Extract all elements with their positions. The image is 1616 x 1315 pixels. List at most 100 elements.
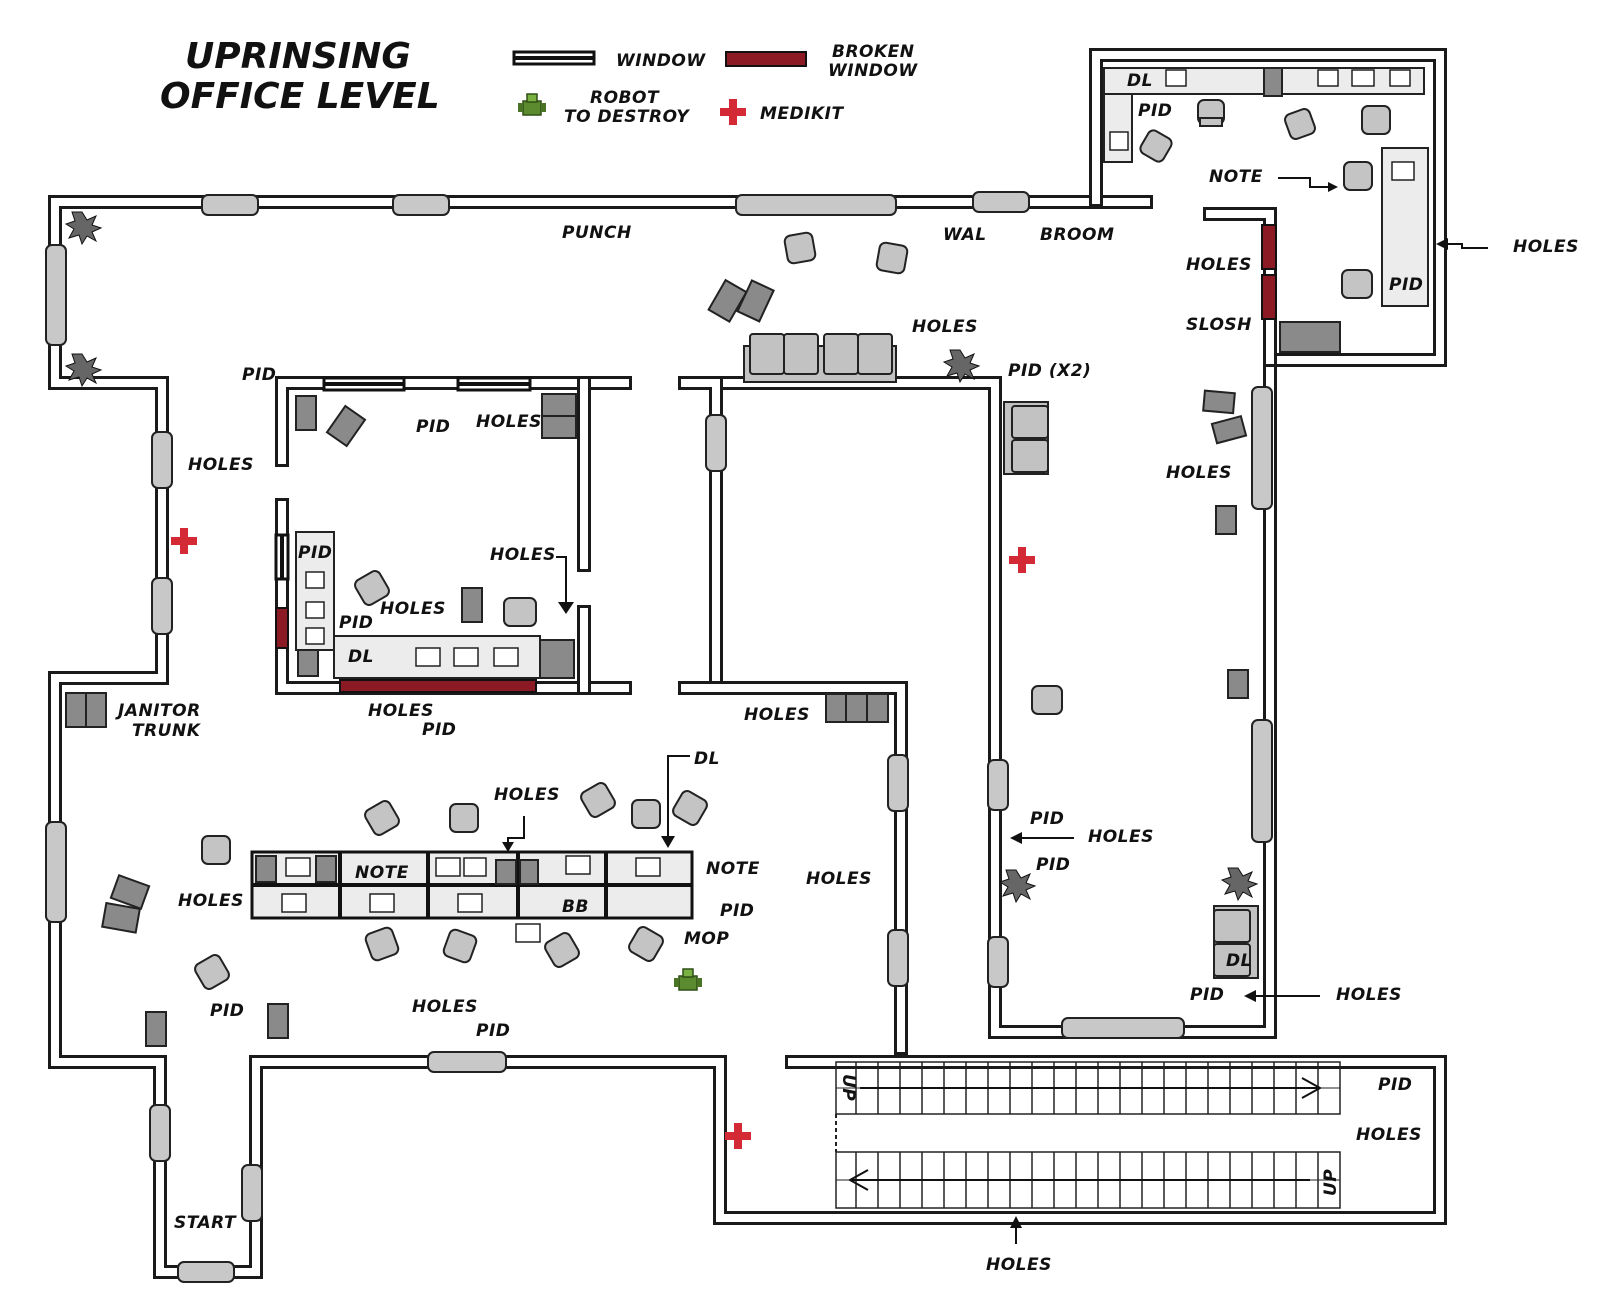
chair-icon <box>672 790 708 826</box>
label-janitor-2: TRUNK <box>132 721 202 741</box>
cabinet-row <box>825 693 889 723</box>
label-pid-office-bottom: PID <box>476 1021 510 1041</box>
chair-icon <box>354 570 390 606</box>
label-holes-room-a-arrow: HOLES <box>490 545 556 565</box>
chair-icon <box>783 231 817 265</box>
cabinet <box>255 855 277 883</box>
label-holes-office-left: HOLES <box>178 891 244 911</box>
room-a: PID PID HOLES PID HOLES PID DL HOLES <box>242 365 577 679</box>
door[interactable] <box>735 194 897 216</box>
label-holes-room-a-mid: HOLES <box>380 599 446 619</box>
label-note-top-right: NOTE <box>1209 167 1263 187</box>
legend-robot-label-2: TO DESTROY <box>564 107 690 127</box>
label-pid-top-right: PID <box>1138 101 1172 121</box>
door[interactable] <box>177 1261 235 1283</box>
door[interactable] <box>887 929 909 987</box>
chair-icon <box>449 803 479 833</box>
cabinet <box>1227 669 1249 699</box>
desk <box>1103 93 1133 163</box>
right-room: HOLES PID HOLES PID DL PID HOLES <box>1003 389 1401 1005</box>
door[interactable] <box>45 821 67 923</box>
cabinet <box>519 859 539 885</box>
label-pid-right-room-b: PID <box>1036 855 1070 875</box>
computer-icon <box>305 571 519 667</box>
label-wal: WAL <box>943 225 987 245</box>
door[interactable] <box>705 414 727 472</box>
label-pid-office-bottom-left: PID <box>210 1001 244 1021</box>
robot-icon <box>518 93 546 116</box>
door[interactable] <box>972 191 1030 213</box>
hole-splat-icon <box>942 349 981 384</box>
label-up-2: UP <box>1321 1169 1341 1196</box>
chair-icon <box>580 782 616 818</box>
legend-broken-window-label-2: WINDOW <box>828 61 918 81</box>
legend-window-label: WINDOW <box>616 51 706 71</box>
map-legend: WINDOW BROKEN WINDOW ROBOT TO DESTROY ME… <box>512 42 918 127</box>
legend-broken-window-swatch <box>725 51 807 67</box>
arrow-holes-office <box>507 816 525 846</box>
cabinet-icon <box>1202 389 1236 415</box>
door[interactable] <box>887 754 909 812</box>
door[interactable] <box>45 244 67 346</box>
door[interactable] <box>151 431 173 489</box>
label-pid-desk-room-a: PID <box>298 543 332 563</box>
arrow-dl <box>667 755 690 840</box>
stair-steps <box>855 1062 1319 1208</box>
couch-seat <box>857 333 893 375</box>
stairs[interactable]: UP UP <box>835 1061 1341 1209</box>
label-pid-room-a-bottom: PID <box>339 613 373 633</box>
label-dl-right-room: DL <box>1226 951 1252 971</box>
door[interactable] <box>1061 1017 1185 1039</box>
label-holes-office-top: HOLES <box>494 785 560 805</box>
label-pid-right-cabinet: PID <box>1389 275 1423 295</box>
broken-window <box>339 679 537 693</box>
medikit-icon <box>171 528 197 554</box>
cabinet <box>1263 67 1283 97</box>
cabinet <box>495 859 517 885</box>
cabinet-icon <box>325 404 367 448</box>
door[interactable] <box>987 936 1009 988</box>
couch-seat <box>749 333 785 375</box>
legend-robot-label-1: ROBOT <box>590 88 660 108</box>
desk <box>295 531 335 651</box>
hall-furniture <box>707 231 909 383</box>
label-pid-stairs: PID <box>1378 1075 1412 1095</box>
chair-icon <box>364 926 400 962</box>
door[interactable] <box>392 194 450 216</box>
medikit-icon <box>720 99 746 125</box>
cabinet <box>295 395 317 431</box>
chair-icon <box>1284 108 1316 140</box>
arrow-holes-far-right <box>1440 243 1488 249</box>
chair-icon <box>1031 685 1063 715</box>
door[interactable] <box>241 1164 263 1222</box>
windows <box>274 376 532 581</box>
chair-icon <box>442 928 478 964</box>
chair-icon <box>544 932 580 968</box>
broken-windows <box>275 224 1277 693</box>
doors <box>45 191 1273 1283</box>
label-holes-center-top: HOLES <box>912 317 978 337</box>
door[interactable] <box>987 759 1009 811</box>
walls <box>48 48 1447 1279</box>
label-holes-room-a: HOLES <box>476 412 542 432</box>
label-holes-right-room-top: HOLES <box>1166 463 1232 483</box>
chair-icon <box>201 835 231 865</box>
door[interactable] <box>201 194 259 216</box>
door[interactable] <box>1251 386 1273 510</box>
door[interactable] <box>427 1051 507 1073</box>
door[interactable] <box>151 577 173 635</box>
label-dl-top-right: DL <box>1127 71 1153 91</box>
label-pid-x2: PID (X2) <box>1008 361 1091 381</box>
couch-seat <box>823 333 859 375</box>
cabinet-icon <box>109 873 151 911</box>
couch-seat <box>783 333 819 375</box>
label-pid-room-a: PID <box>416 417 450 437</box>
label-note-office-right: NOTE <box>706 859 760 879</box>
chair-icon <box>631 799 661 829</box>
door[interactable] <box>1251 719 1273 843</box>
door[interactable] <box>149 1104 171 1162</box>
hole-splat-icon <box>64 353 103 388</box>
arrow-note <box>1278 177 1335 188</box>
label-start: START <box>174 1213 237 1233</box>
office-cluster: NOTE BB DL HOLES NOTE PID MOP HOLES PID … <box>101 749 760 1047</box>
